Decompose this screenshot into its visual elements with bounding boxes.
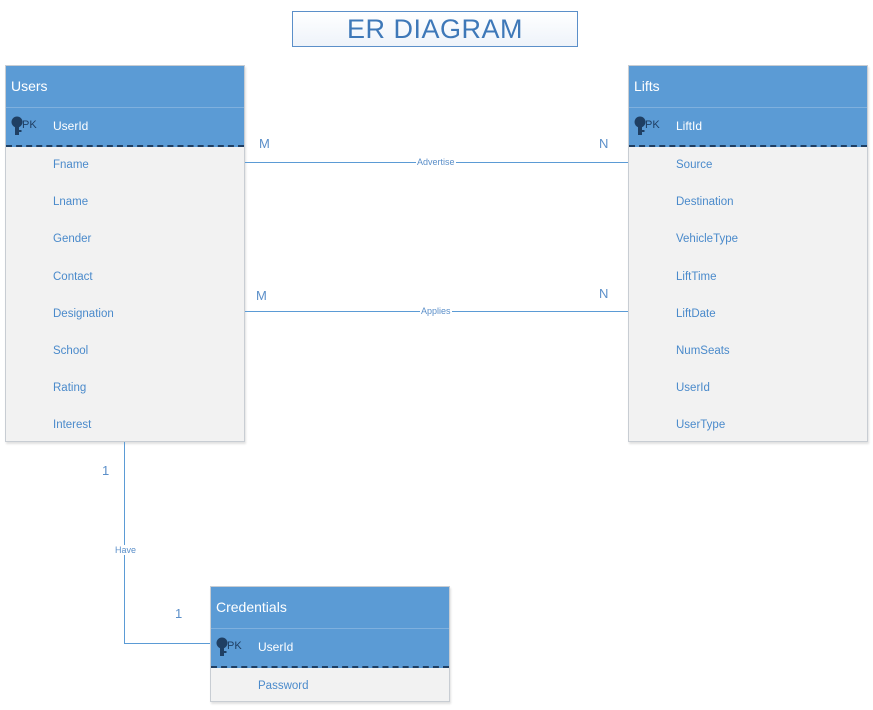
entity-lifts-header: Lifts: [629, 66, 867, 108]
lifts-attr-userid: UserId: [676, 382, 710, 395]
lifts-attr-lifttime: LiftTime: [676, 270, 717, 283]
users-attr-lname: Lname: [53, 196, 89, 209]
users-attr-interest: Interest: [53, 419, 92, 432]
key-icon: [216, 637, 228, 656]
credentials-attr-password: Password: [258, 680, 309, 692]
entity-credentials-header: Credentials: [211, 587, 449, 629]
have-label: Have: [114, 545, 138, 555]
pk-label: PK: [645, 119, 660, 131]
have-card-users: 1: [102, 463, 110, 478]
users-attr-designation: Designation: [53, 307, 114, 320]
users-attr-contact: Contact: [53, 270, 93, 283]
lifts-attr-numseats: NumSeats: [676, 344, 730, 357]
entity-lifts[interactable]: Lifts PK LiftId Source Destination Vehic…: [628, 65, 868, 442]
users-attr-fname: Fname: [53, 159, 89, 171]
users-pk-field: UserId: [53, 119, 89, 133]
advertise-label: Advertise: [416, 157, 456, 167]
diagram-title-box: ER DIAGRAM: [292, 11, 578, 47]
users-attr-gender: Gender: [53, 233, 92, 246]
entity-users[interactable]: Users PK UserId Fname Lname Gender Conta…: [5, 65, 245, 442]
lifts-attr-usertype: UserType: [676, 419, 726, 432]
key-icon: [634, 116, 646, 135]
applies-card-users: M: [256, 288, 267, 303]
credentials-pk-field: UserId: [258, 640, 294, 654]
entity-users-pk-row: PK UserId: [6, 108, 244, 147]
pk-label: PK: [22, 119, 37, 131]
applies-label: Applies: [420, 306, 452, 316]
lifts-attr-source: Source: [676, 159, 713, 171]
advertise-card-users: M: [259, 136, 270, 151]
entity-credentials-pk-row: PK UserId: [211, 629, 449, 668]
entity-users-header: Users: [6, 66, 244, 108]
have-card-credentials: 1: [175, 606, 183, 621]
advertise-card-lifts: N: [599, 136, 609, 151]
pk-label: PK: [227, 640, 242, 652]
applies-card-lifts: N: [599, 286, 609, 301]
lifts-attr-liftdate: LiftDate: [676, 307, 716, 320]
lifts-attr-destination: Destination: [676, 196, 734, 209]
users-attr-school: School: [53, 344, 89, 357]
key-icon: [11, 116, 23, 135]
lifts-attr-vehicletype: VehicleType: [676, 233, 739, 246]
diagram-title: ER DIAGRAM: [346, 13, 524, 44]
have-connector-vertical[interactable]: [124, 442, 125, 644]
lifts-pk-field: LiftId: [676, 119, 703, 133]
have-connector-horizontal[interactable]: [124, 643, 210, 644]
users-attr-rating: Rating: [53, 382, 87, 395]
entity-lifts-pk-row: PK LiftId: [629, 108, 867, 147]
entity-credentials[interactable]: Credentials PK UserId Password: [210, 586, 450, 702]
